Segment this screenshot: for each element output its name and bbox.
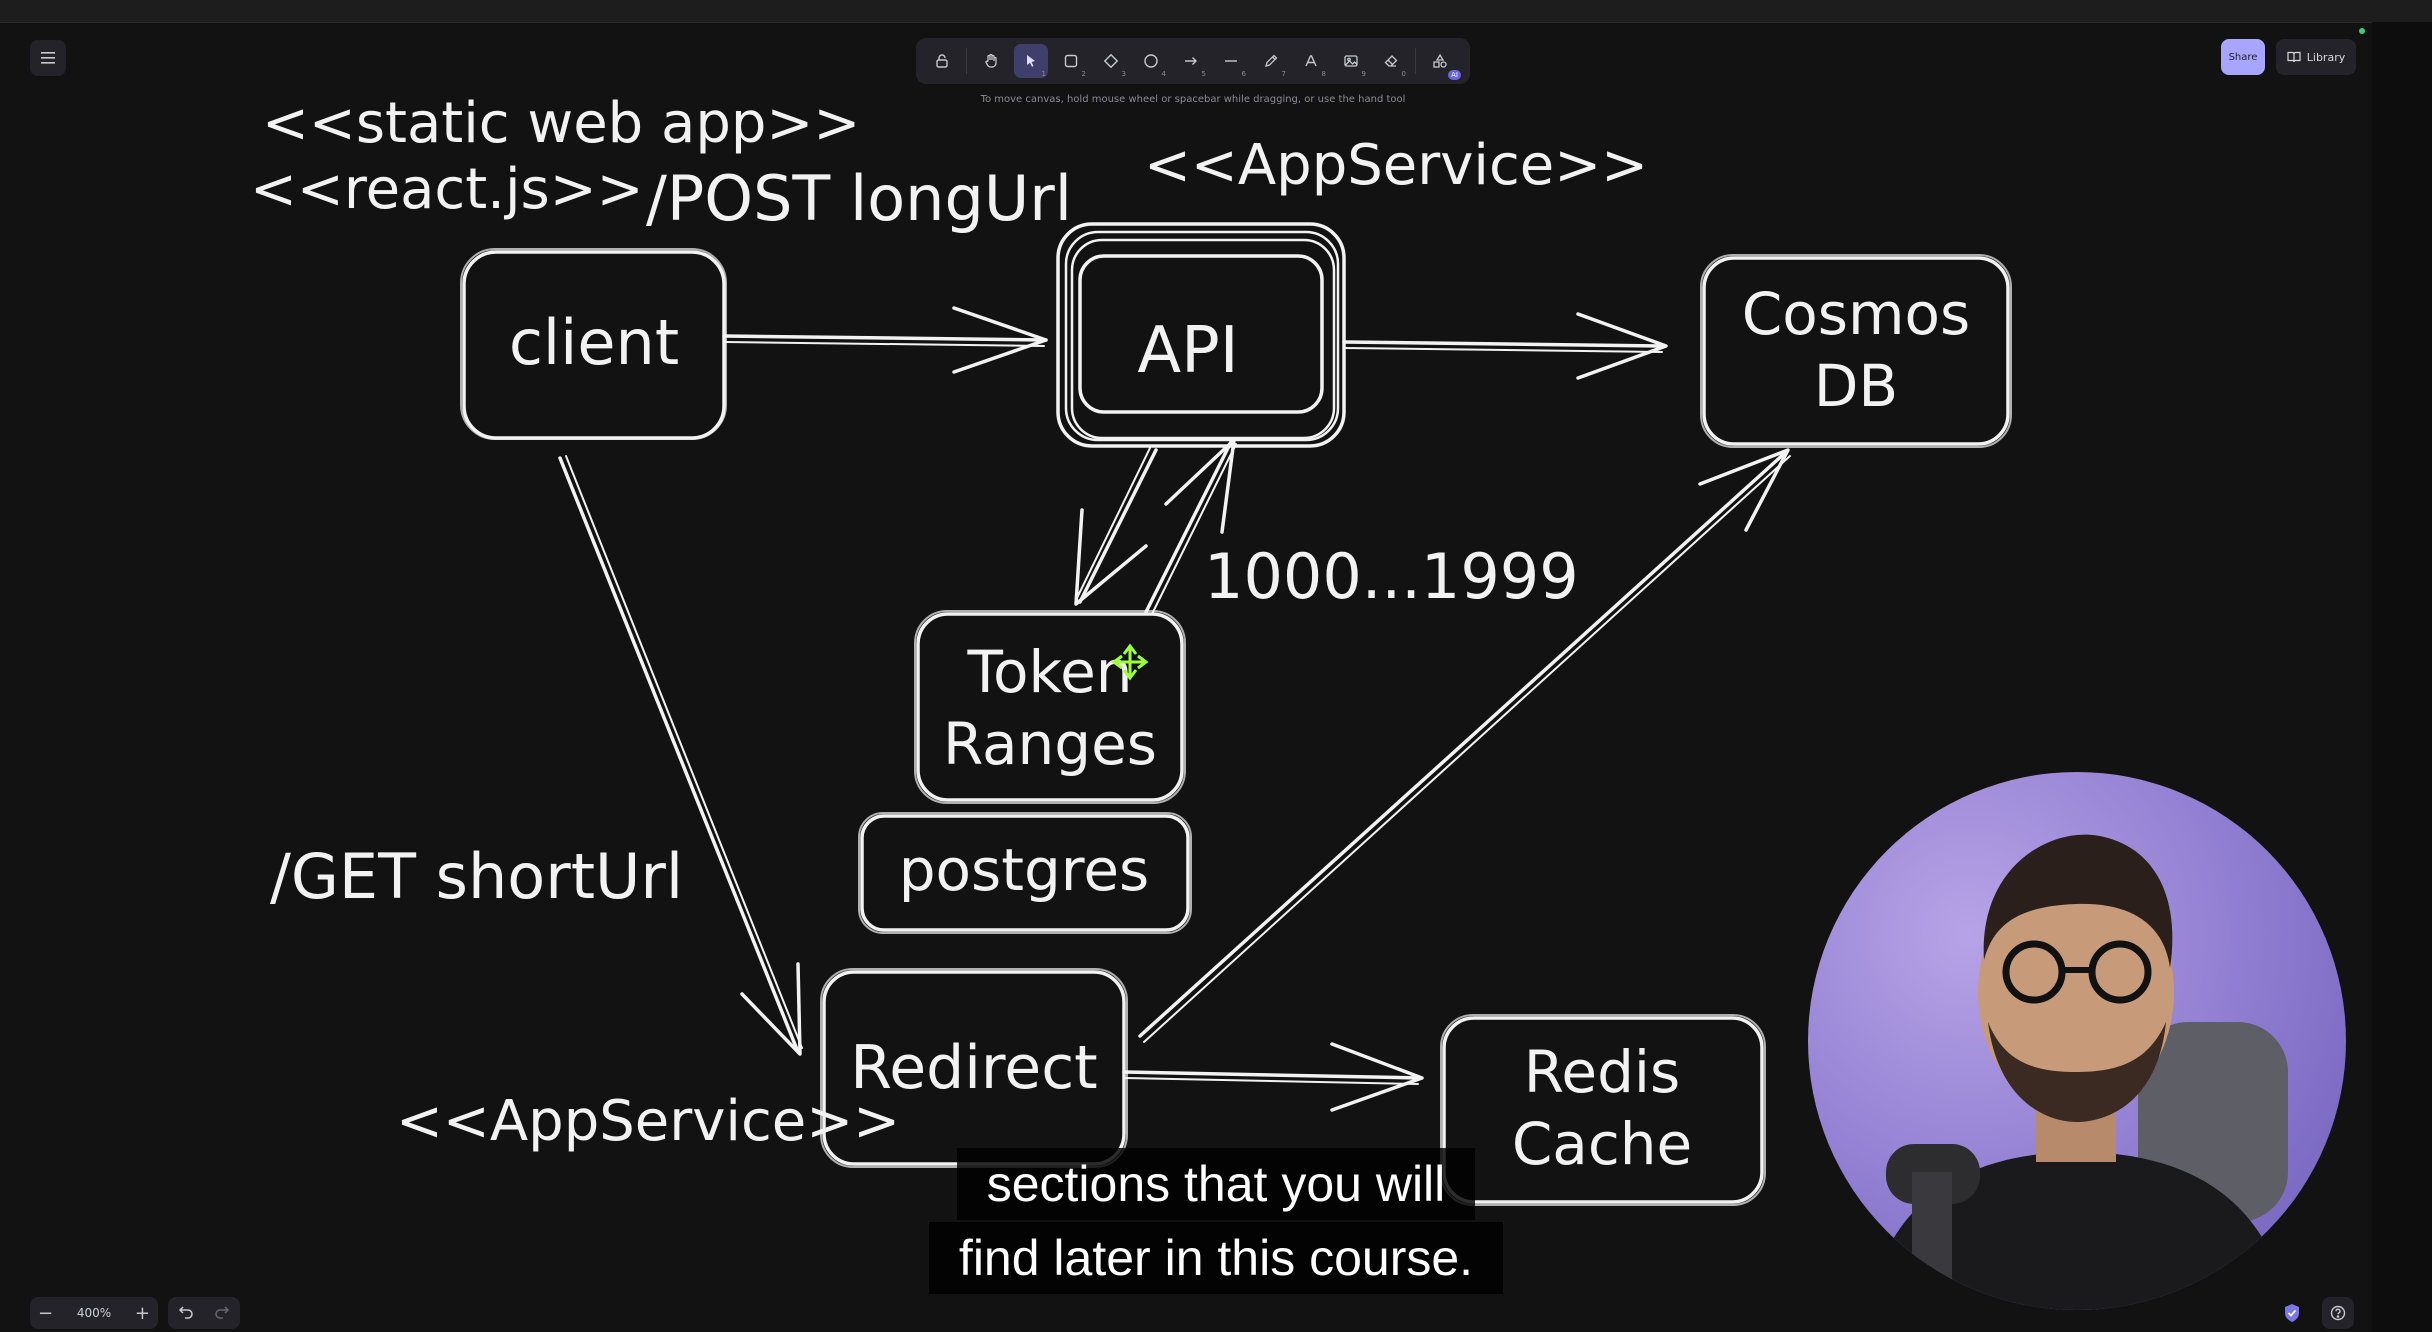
arrow-client-to-redirect[interactable]: [558, 455, 803, 1056]
tool-shortcut: 4: [1161, 70, 1166, 78]
share-button[interactable]: Share: [2221, 39, 2265, 75]
tool-shortcut: 7: [1281, 70, 1286, 78]
tool-hand[interactable]: [974, 44, 1008, 78]
toolbar-divider: [966, 48, 967, 74]
toolbar-divider: [1415, 48, 1416, 74]
redo-button[interactable]: [214, 1304, 230, 1323]
diamond-icon: [1103, 53, 1119, 69]
node-api-label: API: [1137, 314, 1238, 388]
tool-shortcut: 0: [1401, 70, 1406, 78]
hamburger-icon: [41, 52, 55, 64]
library-button[interactable]: Library: [2276, 39, 2356, 75]
redo-icon: [215, 1305, 230, 1319]
tool-draw[interactable]: 7: [1254, 44, 1288, 78]
zoom-in-button[interactable]: +: [134, 1302, 150, 1324]
line-icon: [1225, 60, 1237, 62]
node-token-label: Token: [966, 638, 1132, 706]
shapes-icon: [1433, 53, 1447, 68]
zoom-level[interactable]: 400%: [76, 1306, 112, 1320]
tool-rectangle[interactable]: 2: [1054, 44, 1088, 78]
undo-icon: [178, 1305, 193, 1319]
tool-ellipse[interactable]: 4: [1134, 44, 1168, 78]
label-appservice-top[interactable]: <<AppService>>: [1144, 133, 1648, 198]
arrow-api-to-cosmos[interactable]: [1342, 312, 1668, 380]
pencil-icon: [1265, 54, 1278, 67]
node-client-label: client: [509, 306, 679, 379]
cosmos-db-box[interactable]: [1700, 254, 2012, 448]
node-redis-label: Redis: [1524, 1038, 1681, 1106]
tool-image[interactable]: 9: [1334, 44, 1368, 78]
tool-shortcut: 2: [1081, 70, 1086, 78]
tool-ai[interactable]: AI: [1423, 44, 1461, 80]
tool-selection[interactable]: 1: [1014, 44, 1048, 78]
help-button[interactable]: [2322, 1297, 2354, 1329]
tool-lock[interactable]: [925, 44, 959, 78]
arrow-api-to-token[interactable]: [1074, 447, 1158, 606]
client-box[interactable]: [460, 248, 727, 440]
eraser-icon: [1384, 55, 1398, 67]
arrow-token-to-api[interactable]: [1144, 438, 1237, 615]
redis-cache-box[interactable]: [1440, 1014, 1766, 1206]
tool-line[interactable]: 6: [1214, 44, 1248, 78]
lock-icon: [936, 54, 948, 68]
webcam-overlay: [1808, 772, 2346, 1310]
tool-shortcut: 9: [1361, 70, 1366, 78]
text-icon: [1305, 55, 1317, 67]
node-cosmos-label: Cosmos: [1742, 280, 1970, 348]
label-appservice-bottom[interactable]: <<AppService>>: [396, 1089, 900, 1154]
undo-button[interactable]: [178, 1304, 194, 1323]
main-menu-button[interactable]: [30, 40, 66, 76]
postgres-box[interactable]: [858, 812, 1192, 934]
node-redirect-label: Redirect: [850, 1033, 1097, 1103]
node-ranges-label: Ranges: [943, 710, 1157, 778]
move-cursor-icon: [1111, 643, 1149, 681]
tool-eraser[interactable]: 0: [1374, 44, 1408, 78]
ai-badge: AI: [1448, 70, 1461, 80]
tool-shortcut: 3: [1121, 70, 1126, 78]
library-label: Library: [2306, 50, 2346, 64]
right-edge-strip: [2372, 22, 2432, 1332]
book-icon: [2287, 51, 2301, 63]
shape-toolbar: 1 2 3 4 5 6 7 8 9 0 AI: [916, 38, 1470, 84]
tool-diamond[interactable]: 3: [1094, 44, 1128, 78]
ellipse-icon: [1144, 54, 1158, 68]
api-box[interactable]: [1056, 222, 1346, 448]
presenter-image: [1868, 834, 2288, 1310]
tool-shortcut: 5: [1201, 70, 1206, 78]
rectangle-icon: [1064, 54, 1078, 68]
tool-shortcut: 1: [1041, 70, 1046, 78]
image-icon: [1344, 55, 1358, 67]
shield-check-icon[interactable]: [2282, 1303, 2302, 1323]
tool-arrow[interactable]: 5: [1174, 44, 1208, 78]
pointer-icon: [1027, 55, 1035, 67]
label-static-web-app[interactable]: <<static web app>>: [262, 91, 860, 156]
arrow-client-to-api[interactable]: [722, 306, 1048, 374]
canvas-hint: To move canvas, hold mouse wheel or spac…: [980, 94, 1406, 105]
status-dot: [2359, 28, 2365, 34]
label-range[interactable]: 1000...1999: [1204, 540, 1579, 613]
help-icon: [2330, 1305, 2346, 1321]
window-top-strip: [0, 0, 2432, 23]
label-get[interactable]: /GET shortUrl: [270, 840, 683, 913]
tool-shortcut: 8: [1321, 70, 1326, 78]
zoom-controls: − 400% +: [30, 1297, 158, 1329]
node-db-label: DB: [1814, 352, 1898, 420]
hand-icon: [985, 53, 997, 68]
history-controls: [168, 1297, 240, 1329]
zoom-out-button[interactable]: −: [38, 1302, 54, 1324]
node-postgres-label: postgres: [899, 836, 1150, 904]
node-cache-label: Cache: [1512, 1110, 1692, 1178]
label-post[interactable]: /POST longUrl: [646, 162, 1072, 235]
arrow-redirect-to-cosmos[interactable]: [1138, 448, 1791, 1043]
tool-text[interactable]: 8: [1294, 44, 1328, 78]
label-react[interactable]: <<react.js>>: [250, 157, 644, 222]
arrow-redirect-to-redis[interactable]: [1122, 1042, 1424, 1112]
token-ranges-box[interactable]: [914, 610, 1186, 804]
tool-shortcut: 6: [1241, 70, 1246, 78]
arrow-right-icon: [1185, 57, 1197, 65]
